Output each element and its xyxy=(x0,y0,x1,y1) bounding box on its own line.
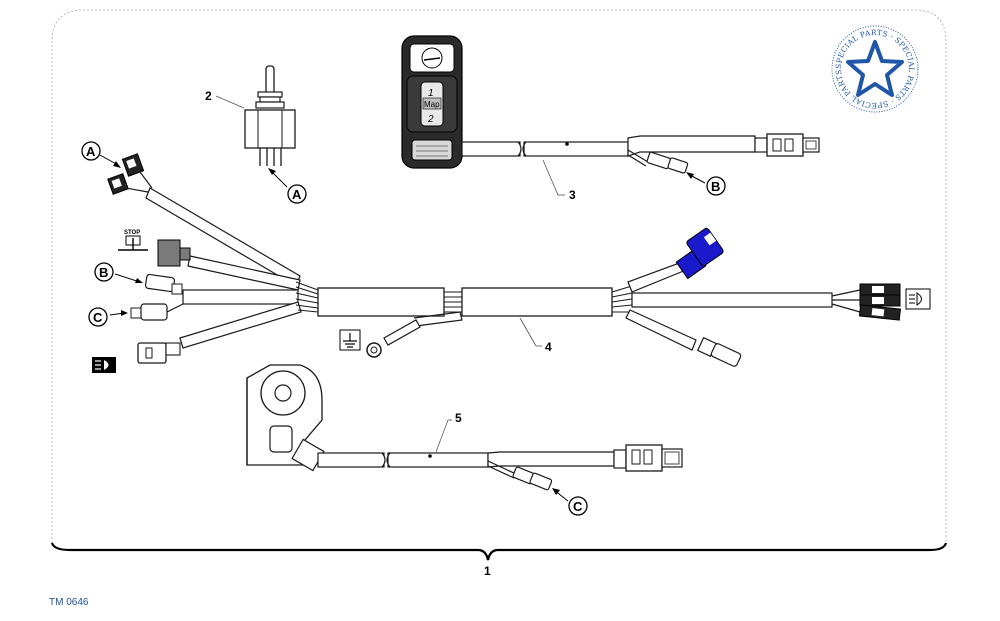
part-number-2: 2 xyxy=(205,89,212,103)
ref-c-label-left: C xyxy=(93,310,103,325)
toggle-switch xyxy=(244,65,296,166)
ref-c-badge-left xyxy=(88,307,108,327)
part-number-3: 3 xyxy=(569,188,576,202)
arrow-head xyxy=(552,488,560,495)
star-icon xyxy=(846,40,904,97)
arrow-head xyxy=(268,168,276,175)
ref-b-label: B xyxy=(711,179,720,194)
ref-b-badge-left xyxy=(94,262,114,282)
ref-b-badge xyxy=(706,176,726,196)
ref-c-label: C xyxy=(573,499,583,514)
switch-label-top: 1 xyxy=(428,88,434,99)
blue-connector xyxy=(675,227,724,280)
switch-label-bottom: 2 xyxy=(427,114,434,125)
leader-line xyxy=(435,419,449,453)
fog-lamp-connector xyxy=(137,342,181,364)
ref-c-badge xyxy=(568,496,588,516)
switch-label-middle: Map xyxy=(424,100,440,109)
connector-a-pair xyxy=(107,153,153,195)
ref-a-badge-left xyxy=(81,141,101,161)
ref-b-label-left: B xyxy=(99,265,108,280)
leader-line xyxy=(215,95,245,109)
frame-border xyxy=(51,9,947,543)
part-number-5: 5 xyxy=(455,411,462,425)
ref-a-label-left: A xyxy=(86,144,96,159)
ref-a-label: A xyxy=(292,187,302,202)
arrow-head xyxy=(113,161,121,168)
stop-lamp-connector xyxy=(157,239,191,267)
headlight-icon xyxy=(905,288,931,310)
arrow-head xyxy=(135,278,143,283)
assembly-number: 1 xyxy=(484,564,491,578)
map-light-switch: 1 Map 2 xyxy=(401,35,463,169)
main-harness xyxy=(145,187,833,358)
cable-5 xyxy=(317,444,683,491)
fog-light-icon xyxy=(92,357,116,373)
ref-a-badge xyxy=(287,184,307,204)
assembly-brace xyxy=(50,542,948,561)
figure-code: TM 0646 xyxy=(49,597,89,608)
stop-light-icon: STOP xyxy=(118,230,148,251)
part-number-4: 4 xyxy=(545,340,552,354)
headlamp-terminals xyxy=(831,283,901,321)
connector-c xyxy=(130,303,184,321)
rotary-switch xyxy=(246,364,325,472)
stop-icon-text: STOP xyxy=(124,230,140,236)
leader-line xyxy=(542,159,559,196)
lower-right-connector xyxy=(696,336,742,367)
connector-b xyxy=(144,273,183,295)
leader-line xyxy=(519,317,537,347)
arrow-line xyxy=(114,273,141,283)
cable-3 xyxy=(461,133,820,174)
ground-icon xyxy=(339,329,361,351)
arrow-head xyxy=(121,310,128,316)
arrow-head xyxy=(686,172,694,179)
